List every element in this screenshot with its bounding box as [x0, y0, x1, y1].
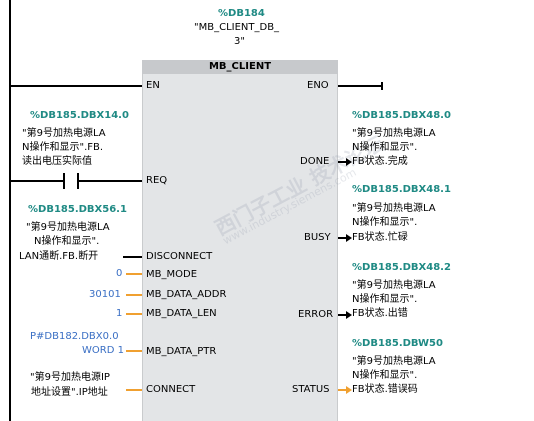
mb-data-ptr-wire	[126, 350, 142, 352]
pin-connect: CONNECT	[146, 384, 196, 395]
done-tag-line2: N操作和显示".	[352, 142, 418, 153]
pin-en: EN	[146, 80, 160, 91]
status-address[interactable]: %DB185.DBW50	[352, 338, 443, 349]
busy-arrow-icon	[346, 234, 352, 242]
error-address[interactable]: %DB185.DBX48.2	[352, 262, 451, 273]
disconnect-tag-line1: "第9号加热电源LA	[26, 222, 110, 233]
mb-data-ptr-line1[interactable]: P#DB182.DBX0.0	[30, 331, 119, 342]
pin-eno: ENO	[307, 80, 329, 91]
instance-db-name-line1: "MB_CLIENT_DB_	[194, 22, 280, 33]
status-arrow-icon	[346, 386, 352, 394]
done-tag-line1: "第9号加热电源LA	[352, 128, 436, 139]
pin-mb-data-addr: MB_DATA_ADDR	[146, 289, 227, 300]
status-tag-line1: "第9号加热电源LA	[352, 356, 436, 367]
disconnect-address[interactable]: %DB185.DBX56.1	[28, 204, 127, 215]
error-wire	[338, 314, 348, 316]
disconnect-tag-line2: N操作和显示".	[34, 236, 100, 247]
busy-tag-line1: "第9号加热电源LA	[352, 203, 436, 214]
block-title: MB_CLIENT	[142, 60, 338, 74]
req-wire-left	[9, 180, 64, 182]
req-wire-right	[79, 180, 142, 182]
function-block[interactable]	[142, 60, 338, 421]
error-tag-line3: FB状态.出错	[352, 308, 408, 319]
pin-busy: BUSY	[304, 232, 331, 243]
req-contact-left[interactable]	[63, 173, 65, 189]
mb-data-ptr-line2[interactable]: WORD 1	[82, 345, 124, 356]
error-tag-line2: N操作和显示".	[352, 294, 418, 305]
mb-data-len-wire	[126, 313, 142, 315]
mb-data-addr-value[interactable]: 30101	[89, 289, 121, 300]
en-wire	[9, 85, 142, 87]
busy-wire	[338, 237, 348, 239]
status-tag-line3: FB状态.错误码	[352, 384, 418, 395]
pin-mb-data-ptr: MB_DATA_PTR	[146, 346, 217, 357]
pin-disconnect: DISCONNECT	[146, 251, 213, 262]
instance-db-address[interactable]: %DB184	[218, 8, 265, 19]
power-rail	[9, 0, 11, 421]
connect-wire	[126, 389, 142, 391]
req-tag-line1: "第9号加热电源LA	[22, 128, 106, 139]
pin-status: STATUS	[292, 384, 330, 395]
connect-tag-line2: 地址设置".IP地址	[31, 387, 108, 398]
done-tag-line3: FB状态.完成	[352, 156, 408, 167]
req-tag-line2: N操作和显示".FB.	[22, 142, 104, 153]
error-arrow-icon	[346, 311, 352, 319]
instance-db-name-line2: 3"	[234, 36, 245, 47]
connect-tag-line1[interactable]: "第9号加热电源IP	[30, 372, 110, 383]
busy-tag-line3: FB状态.忙碌	[352, 232, 408, 243]
mb-data-len-value[interactable]: 1	[116, 308, 123, 319]
pin-error: ERROR	[298, 309, 334, 320]
busy-tag-line2: N操作和显示".	[352, 217, 418, 228]
done-wire	[338, 161, 348, 163]
done-arrow-icon	[346, 158, 352, 166]
eno-end-tick	[381, 82, 383, 90]
mb-data-addr-wire	[126, 294, 142, 296]
pin-req: REQ	[146, 175, 168, 186]
req-contact-right[interactable]	[77, 173, 79, 189]
mb-mode-value[interactable]: 0	[116, 268, 123, 279]
done-address[interactable]: %DB185.DBX48.0	[352, 110, 451, 121]
disconnect-tag-line3: LAN通断.FB.断开	[19, 251, 99, 262]
req-tag-line3: 读出电压实际值	[22, 156, 92, 167]
mb-mode-wire	[126, 273, 142, 275]
disconnect-wire	[123, 256, 142, 258]
status-tag-line2: N操作和显示".	[352, 370, 418, 381]
status-wire	[338, 389, 348, 391]
pin-mb-data-len: MB_DATA_LEN	[146, 308, 217, 319]
eno-wire	[338, 85, 382, 87]
pin-done: DONE	[300, 156, 330, 167]
req-address[interactable]: %DB185.DBX14.0	[30, 110, 129, 121]
error-tag-line1: "第9号加热电源LA	[352, 280, 436, 291]
busy-address[interactable]: %DB185.DBX48.1	[352, 184, 451, 195]
pin-mb-mode: MB_MODE	[146, 269, 198, 280]
